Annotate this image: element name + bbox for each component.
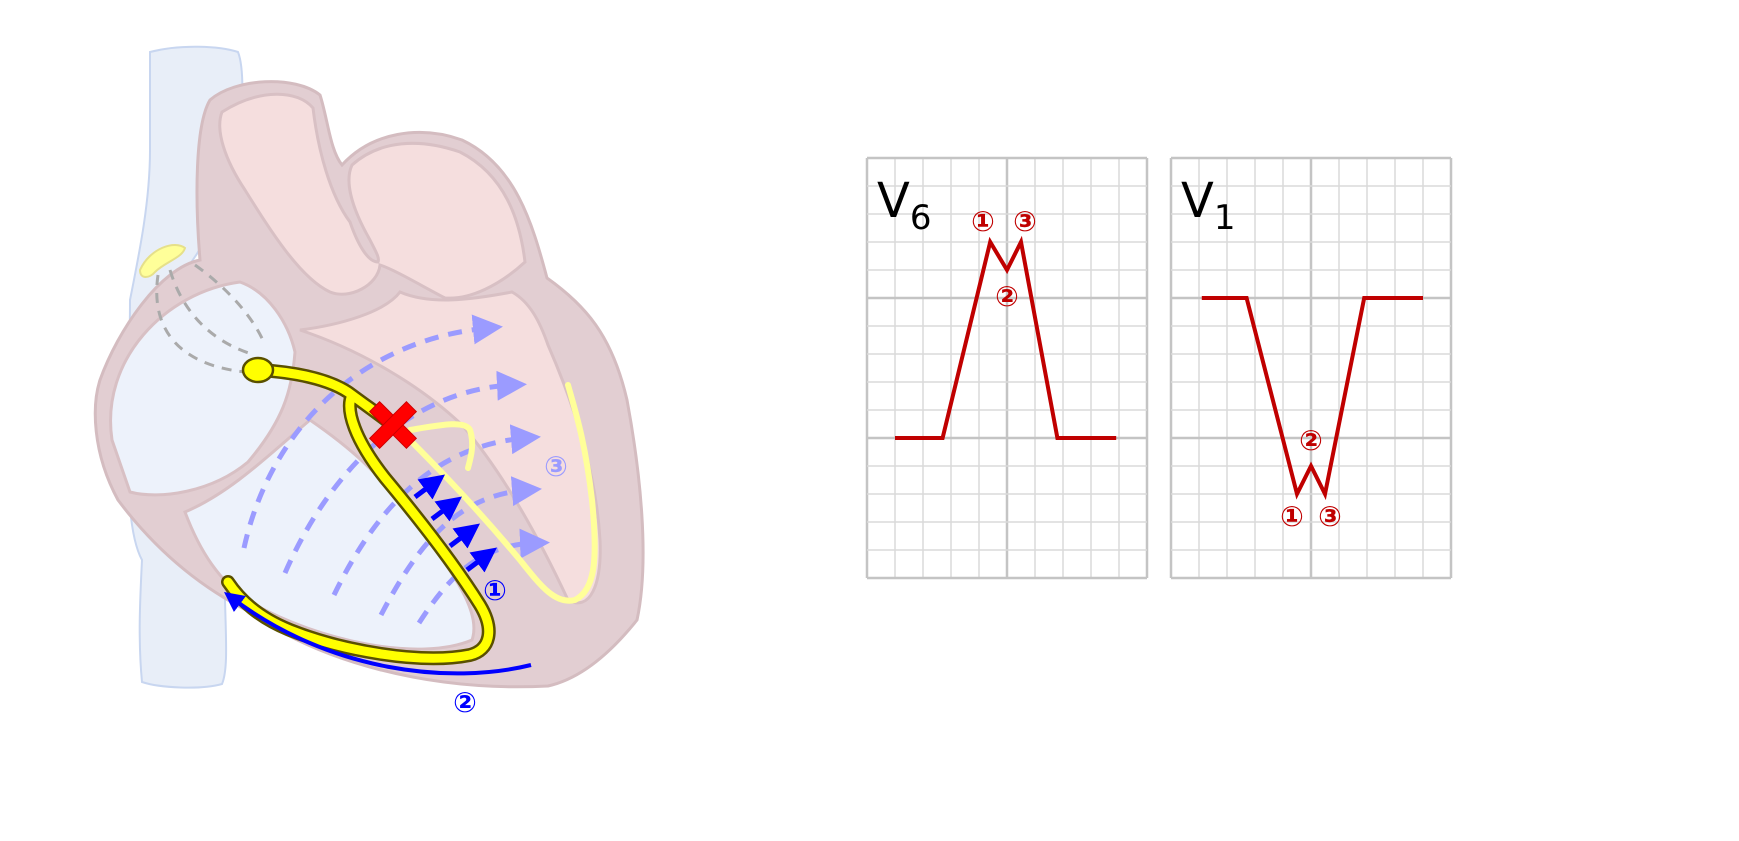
sa-node — [138, 243, 187, 278]
block-x-icon — [368, 400, 418, 450]
label-2: ② — [1299, 424, 1323, 457]
label-1: ① — [971, 205, 995, 238]
ecg-lead-v1: V1 ② ① ③ — [1169, 156, 1453, 580]
label-septal-activation: ① — [483, 574, 507, 607]
right-atrium — [109, 280, 297, 497]
ecg-trace — [895, 235, 1117, 440]
label-1: ① — [1280, 500, 1304, 533]
internodal-pathways — [155, 263, 267, 374]
lead-label: V6 — [877, 173, 931, 238]
rv-activation-arrow — [224, 591, 532, 676]
label-3: ③ — [1013, 205, 1037, 238]
lead-label: V1 — [1181, 173, 1235, 238]
label-lv-activation: ③ — [544, 450, 568, 483]
aorta — [218, 92, 527, 300]
ecg-trace — [1201, 296, 1423, 501]
spread-arrows — [241, 314, 550, 625]
label-2: ② — [995, 280, 1019, 313]
left-bundle-branch-blocked — [392, 382, 598, 604]
label-3: ③ — [1318, 500, 1342, 533]
ecg-lead-v6: V6 ① ③ ② — [865, 156, 1149, 580]
label-rv-activation: ② — [453, 686, 477, 719]
septal-activation-arrows — [413, 474, 497, 573]
